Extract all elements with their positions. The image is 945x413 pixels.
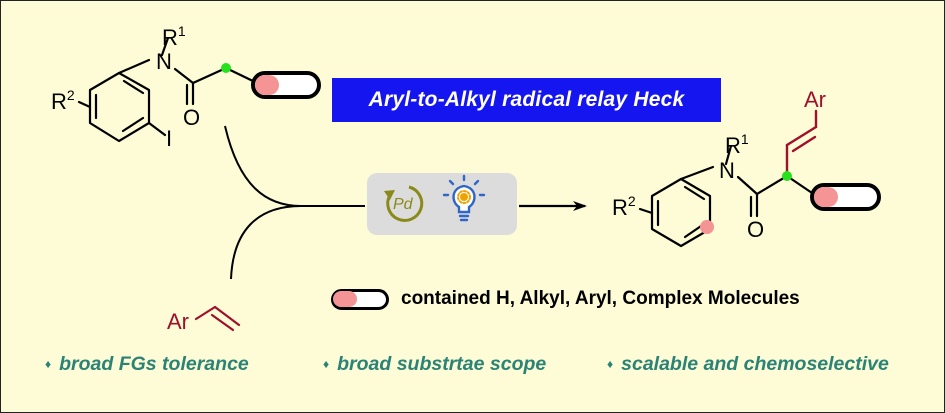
product-alpha-bond: [755, 174, 789, 196]
reaction-title-banner: Aryl-to-Alkyl radical relay Heck: [332, 78, 721, 122]
pd-catalyst-cycle-icon: Pd: [384, 185, 424, 222]
conditions-icons: Pd: [384, 174, 486, 222]
reactant-nitrogen-label: N: [156, 49, 172, 74]
reactant-oxygen-label: O: [183, 105, 200, 130]
diamond-bullet-icon: ♦: [607, 357, 614, 371]
alkene-curve: [230, 205, 302, 280]
substituent-legend: contained H, Alkyl, Aryl, Complex Molecu…: [331, 286, 800, 312]
reactant-structure: [77, 36, 259, 143]
product-nitrogen-label: N: [719, 158, 735, 183]
feature-text: broad FGs tolerance: [59, 353, 249, 375]
product-benzene-ring: [650, 177, 712, 248]
reactant-r2-bond: [77, 100, 92, 109]
reactant-r2-label: R2: [51, 87, 75, 114]
feature-item: ♦ scalable and chemoselective: [607, 353, 889, 376]
reactant-alpha-bond: [191, 66, 228, 85]
product-r2-label: R2: [612, 193, 636, 220]
conditions-box: Pd: [367, 173, 517, 235]
light-bulb-icon: [442, 174, 486, 222]
reactant-n-r1-bond: [160, 36, 170, 57]
diamond-bullet-icon: ♦: [323, 357, 330, 371]
reactant-benzene-ring: [88, 71, 151, 143]
product-n-carbonyl-bond: [736, 175, 759, 196]
reactant-curve: [224, 125, 302, 207]
product-radical-dot: [782, 171, 792, 181]
product-ring-double-bond: [683, 185, 706, 201]
reactant-ring-double-bond: [121, 116, 145, 133]
reactant-ring-double-bond: [122, 79, 145, 95]
product-migration-dot: [700, 220, 714, 234]
pd-label: Pd: [393, 196, 414, 213]
reactant-r1-label: R1: [162, 23, 186, 50]
product-n-r1-bond: [724, 144, 733, 166]
reactant-substituent-pill: [251, 71, 321, 99]
feature-item: ♦ broad substrtae scope: [323, 353, 546, 376]
substituent-pill-icon: [331, 288, 389, 310]
product-r1-label: R1: [725, 131, 749, 158]
reactant-radical-dot: [221, 63, 231, 73]
product-substituent-pill: [810, 183, 881, 211]
styrene-structure: [194, 305, 241, 332]
reactant-iodine-label: I: [166, 126, 172, 151]
legend-text: contained H, Alkyl, Aryl, Complex Molecu…: [401, 288, 800, 309]
product-pill-bond: [785, 174, 817, 197]
product-aryl-n-bond: [679, 165, 715, 181]
product-alkenyl-chain: [785, 109, 818, 178]
reactant-aryl-n-bond: [117, 58, 151, 75]
feature-item: ♦ broad FGs tolerance: [45, 353, 249, 376]
reactant-n-carbonyl-bond: [173, 67, 195, 85]
styrene-aryl-label: Ar: [167, 309, 189, 334]
feature-text: scalable and chemoselective: [621, 353, 889, 375]
product-oxygen-label: O: [747, 217, 764, 242]
diamond-bullet-icon: ♦: [45, 357, 52, 371]
reactant-c-i-bond: [147, 121, 167, 137]
feature-text: broad substrtae scope: [337, 353, 547, 375]
product-r2-bond: [638, 207, 654, 215]
product-aryl-label: Ar: [804, 87, 826, 112]
